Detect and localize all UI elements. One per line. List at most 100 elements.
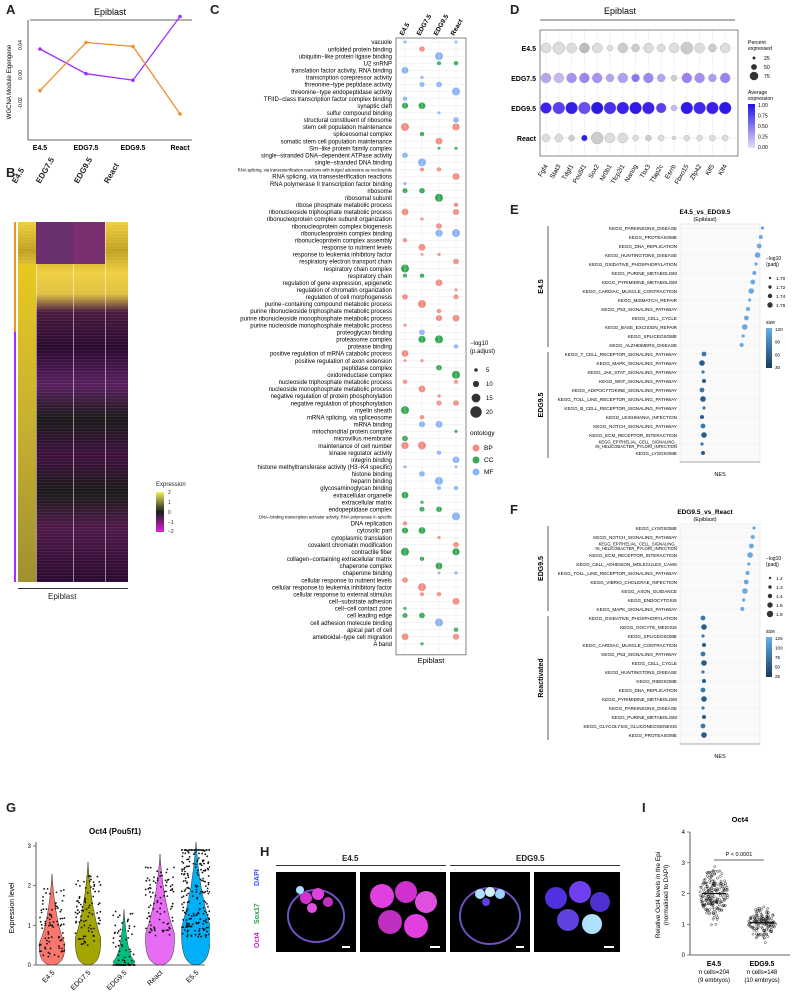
- dotplot-footer: Epiblast: [418, 656, 446, 665]
- micrograph-e45-embryo: [276, 872, 356, 952]
- panel-e-gsea: E4.5_vs_EDG9.5(Epiblast)KEGG_PARKINSONS_…: [538, 209, 786, 478]
- scatter-point: [704, 882, 708, 886]
- violin-point: [202, 923, 205, 925]
- scatter-ytick-label: 2: [682, 892, 686, 898]
- gene-dot: [706, 101, 719, 115]
- go-term-label: extracellular organelle: [333, 493, 392, 499]
- gsea-dot: [749, 543, 754, 549]
- violin-point: [200, 868, 202, 871]
- violin-point: [133, 964, 136, 966]
- violin-point: [166, 868, 169, 871]
- violin-point: [92, 934, 95, 937]
- violin-point: [148, 931, 151, 934]
- avg-legend-title: expression: [748, 96, 773, 102]
- scatter-point: [752, 928, 756, 932]
- go-term-label: histone methyltransferase activity (H3−K…: [257, 465, 392, 471]
- scatter-point: [718, 898, 721, 901]
- gsea-dot: [760, 226, 764, 230]
- gsea-term-label: KEGG_MAPK_SIGNALING_PATHWAY: [597, 361, 678, 366]
- violin-point: [63, 917, 66, 920]
- go-term-label: contractile fiber: [351, 550, 392, 556]
- series-point: [84, 40, 88, 45]
- avg-legend-title: Average: [748, 90, 767, 96]
- gene-dot: [540, 72, 552, 84]
- violin-point: [152, 891, 154, 894]
- violin-point: [187, 874, 189, 877]
- violin-point: [45, 908, 48, 910]
- violin-point: [181, 870, 184, 872]
- gsea-term-label: KEGG_SPLICEOSOME: [628, 634, 677, 639]
- gsea-plot-bg: [679, 523, 761, 745]
- scatter-point: [749, 915, 753, 919]
- violin-point: [150, 929, 153, 932]
- go-term-label: ribosomal subunit: [345, 196, 392, 202]
- scatter-point: [724, 894, 727, 897]
- scatter-point: [713, 908, 716, 911]
- nucleus: [296, 886, 304, 894]
- violin-point: [112, 914, 115, 917]
- scatter-point: [708, 912, 711, 916]
- violin-point: [147, 912, 150, 914]
- violin-point: [93, 885, 96, 888]
- gsea-dot: [700, 651, 706, 657]
- scatter-point: [767, 914, 770, 917]
- scatter-point: [757, 908, 761, 912]
- violin-point: [199, 863, 202, 866]
- violin-group-label: React: [147, 969, 165, 987]
- heatmap-lower-block: [18, 264, 36, 582]
- scatter-point: [714, 888, 717, 892]
- violin-point: [187, 876, 190, 879]
- padj-legend-title: (padj): [766, 262, 779, 268]
- violin-point: [185, 910, 188, 913]
- scatter-point: [719, 885, 723, 888]
- violin-point: [181, 849, 183, 851]
- violin-point: [159, 907, 161, 910]
- scatter-point: [760, 907, 763, 911]
- violin-point: [93, 939, 95, 942]
- gene-dot: [617, 42, 628, 54]
- violin-point: [182, 862, 185, 864]
- panel-b: B E4.5 EDG7.5 EDG9.5 React Epiblast Expr…: [0, 156, 200, 601]
- gene-label: Nanog: [624, 163, 640, 183]
- scatter-point: [712, 869, 715, 872]
- gene-dot: [709, 134, 716, 142]
- violin-point: [154, 934, 157, 937]
- violin-point: [80, 926, 83, 929]
- go-term-label: respiratory chain: [348, 274, 392, 280]
- violin-point: [152, 880, 155, 883]
- violin-point: [199, 890, 202, 893]
- scatter-point: [720, 872, 724, 876]
- gsea-dot: [700, 723, 706, 729]
- violin-point: [90, 927, 93, 930]
- gene-dot: [606, 44, 614, 52]
- violin-point: [197, 874, 199, 876]
- gsea-dot: [700, 415, 704, 419]
- violin-point: [195, 886, 198, 888]
- violin-point: [204, 890, 207, 893]
- violin-point: [192, 853, 195, 856]
- gene-dot: [681, 72, 692, 84]
- ontology-legend-dot: [472, 444, 480, 452]
- gsea-dot: [701, 660, 707, 666]
- scatter-point: [721, 896, 725, 900]
- violin-point: [149, 866, 152, 869]
- gsea-term-label: KEGG_AXON_GUIDANCE: [621, 589, 677, 594]
- scatter-point: [706, 886, 710, 890]
- violin-point: [200, 864, 203, 867]
- go-term-label: single−stranded DNA−dependent ATPase act…: [261, 153, 392, 159]
- gsea-term-label: KEGG_EPITHELIAL_CELL_SIGNALING_: [599, 542, 678, 547]
- violin-point: [54, 902, 57, 905]
- violin-point: [89, 886, 92, 888]
- scatter-point: [702, 878, 706, 882]
- go-term-label: cell adhesion molecule binding: [310, 621, 392, 627]
- nucleus: [475, 889, 485, 899]
- violin-point: [75, 920, 77, 923]
- violin-point: [196, 869, 199, 872]
- gene-dot: [693, 101, 706, 115]
- scatter-point: [708, 881, 712, 884]
- go-term-label: histone binding: [352, 472, 392, 478]
- gsea-dot: [701, 696, 707, 702]
- gsea-xlabel: NES: [714, 754, 726, 760]
- go-term-label: chaperone complex: [340, 564, 392, 570]
